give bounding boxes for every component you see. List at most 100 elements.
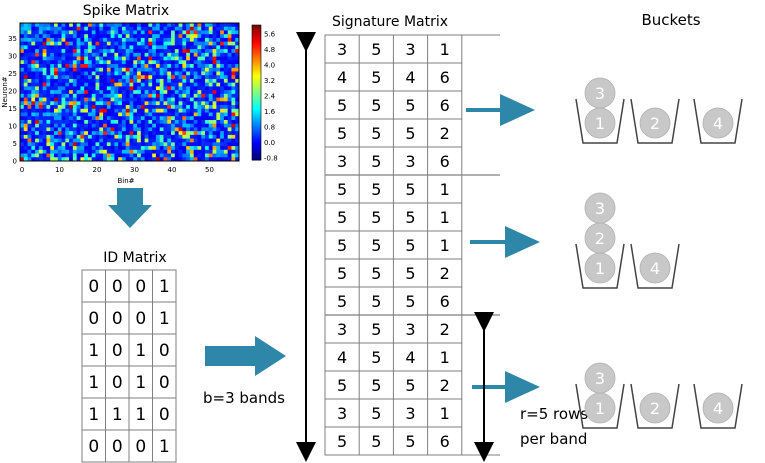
signature-matrix-cell: 1 (440, 208, 450, 227)
heatmap-cell (23, 90, 28, 95)
heatmap-cell (137, 93, 142, 98)
heatmap-cell (106, 142, 112, 147)
heatmap-cell (144, 108, 149, 113)
heatmap-cell (72, 116, 78, 121)
heatmap-cell (182, 108, 187, 113)
heatmap-cell (212, 52, 217, 57)
heatmap-cell (46, 78, 51, 84)
heatmap-cell (193, 93, 198, 98)
heatmap-cell (91, 56, 96, 61)
heatmap-cell (163, 112, 168, 117)
ball-label: 4 (713, 399, 723, 418)
heatmap-cell (155, 149, 161, 154)
heatmap-cell (186, 86, 191, 91)
heatmap-cell (121, 93, 127, 98)
heatmap-cell (121, 52, 127, 57)
heatmap-cell (103, 67, 108, 72)
heatmap-cell (42, 116, 47, 121)
heatmap-cell (186, 34, 191, 39)
heatmap-cell (69, 56, 74, 61)
heatmap-cell (167, 105, 172, 110)
heatmap-cell (121, 131, 127, 136)
heatmap-cell (163, 101, 168, 106)
heatmap-cell (140, 123, 146, 128)
heatmap-cell (76, 127, 81, 132)
heatmap-cell (84, 123, 89, 128)
heatmap-cell (129, 138, 134, 143)
heatmap-cell (144, 142, 149, 147)
heatmap-cell (31, 119, 36, 125)
heatmap-cell (205, 127, 210, 132)
heatmap-cell (23, 56, 28, 61)
heatmap-cell (133, 108, 138, 113)
heatmap-cell (69, 127, 74, 132)
heatmap-cell (205, 108, 210, 113)
heatmap-cell (152, 60, 157, 65)
heatmap-cell (106, 90, 112, 95)
heatmap-cell (76, 41, 81, 46)
heatmap-cell (35, 112, 40, 117)
heatmap-cell (46, 30, 51, 35)
heatmap-cell (114, 123, 119, 128)
heatmap-cell (152, 86, 157, 91)
heatmap-cell (216, 49, 221, 54)
signature-matrix-cell: 6 (440, 96, 450, 115)
heatmap-cell (235, 149, 240, 154)
heatmap-cell (133, 34, 138, 39)
bucket-outline (575, 98, 625, 144)
heatmap-cell (227, 30, 232, 35)
heatmap-cell (152, 138, 157, 143)
heatmap-ylabel: Neuron# (1, 76, 9, 107)
heatmap-cell (106, 41, 112, 46)
heatmap-cell (42, 34, 47, 39)
x-tick-label: 30 (130, 166, 139, 174)
heatmap-cell (72, 60, 78, 65)
heatmap-cell (80, 142, 85, 147)
heatmap-cell (95, 41, 100, 46)
heatmap-cell (50, 138, 55, 143)
heatmap-cell (174, 60, 179, 65)
heatmap-cell (167, 78, 172, 84)
heatmap-cell (212, 86, 217, 91)
heatmap-cell (129, 112, 134, 117)
heatmap-cell (114, 37, 119, 43)
heatmap-cell (118, 49, 123, 54)
heatmap-cell (178, 123, 183, 128)
heatmap-cell (208, 138, 213, 143)
heatmap-cell (159, 23, 164, 28)
heatmap-cell (212, 101, 217, 106)
heatmap-cell (197, 93, 202, 98)
heatmap-cell (72, 146, 78, 151)
colorbar-segment (252, 40, 261, 44)
heatmap-cell (227, 142, 232, 147)
heatmap-cell (201, 64, 206, 69)
heatmap-cell (118, 34, 123, 39)
heatmap-cell (53, 34, 59, 39)
heatmap-cell (197, 23, 202, 28)
heatmap-cell (95, 97, 100, 102)
heatmap-cell (231, 41, 236, 46)
heatmap-cell (31, 123, 36, 128)
heatmap-cell (182, 101, 187, 106)
signature-matrix-cell: 5 (405, 236, 415, 255)
heatmap-cell (174, 49, 179, 54)
heatmap-cell (35, 26, 40, 31)
heatmap-cell (35, 146, 40, 151)
signature-matrix-cell: 5 (337, 208, 347, 227)
colorbar-tick-label: 4.0 (264, 62, 275, 70)
heatmap-cell (103, 41, 108, 46)
heatmap-cell (216, 34, 221, 39)
heatmap-cell (76, 71, 81, 76)
heatmap-cell (216, 105, 221, 110)
heatmap-cell (106, 101, 112, 106)
heatmap-cell (103, 119, 108, 125)
heatmap-cell (212, 157, 217, 162)
heatmap-cell (23, 149, 28, 154)
heatmap-cell (50, 30, 55, 35)
heatmap-cell (91, 71, 96, 76)
heatmap-cell (61, 45, 66, 50)
colorbar-segment (252, 56, 261, 60)
heatmap-cell (197, 56, 202, 61)
heatmap-cell (223, 30, 229, 35)
